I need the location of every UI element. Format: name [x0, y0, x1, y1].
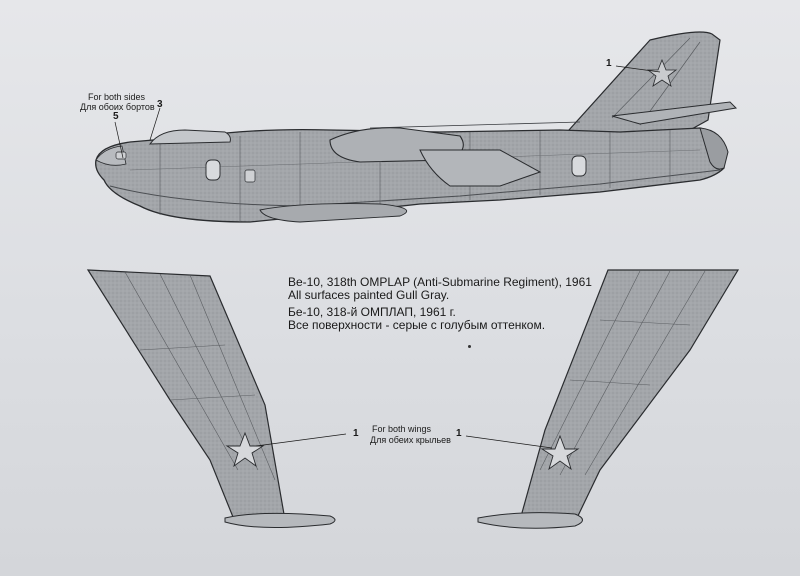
fin-star-icon: [646, 58, 678, 87]
caption-ru-line2: Все поверхности - серые с голубым оттенк…: [288, 318, 546, 332]
right-wing: [519, 269, 740, 523]
left-wing-star-icon: [225, 431, 265, 468]
callout-1-left-wing: 1: [353, 428, 359, 439]
callout-1-fin: 1: [606, 58, 612, 69]
wings-note-ru: Для обеих крыльев: [370, 435, 451, 445]
canopy: [149, 129, 231, 145]
side-note-ru: Для обоих бортов: [80, 102, 155, 112]
wings-note-en: For both wings: [372, 424, 432, 434]
right-wing-star-icon: [540, 434, 580, 471]
left-wing: [86, 269, 286, 523]
callout-1-right-wing: 1: [456, 428, 462, 439]
right-wingtip-float: [477, 512, 583, 529]
porthole-rear: [571, 155, 587, 177]
porthole-front: [205, 159, 221, 181]
ink-dot: [468, 345, 471, 348]
left-wingtip-float: [224, 512, 336, 529]
callout-5: 5: [113, 111, 119, 122]
caption-en-line2: All surfaces painted Gull Gray.: [288, 288, 450, 302]
side-note-en: For both sides: [88, 92, 146, 102]
caption-en-line1: Be-10, 318th OMPLAP (Anti-Submarine Regi…: [288, 275, 592, 289]
caption-ru-line1: Бе-10, 318-й ОМПЛАП, 1961 г.: [288, 305, 456, 319]
tailplane: [611, 101, 738, 125]
callout-3: 3: [157, 99, 163, 110]
